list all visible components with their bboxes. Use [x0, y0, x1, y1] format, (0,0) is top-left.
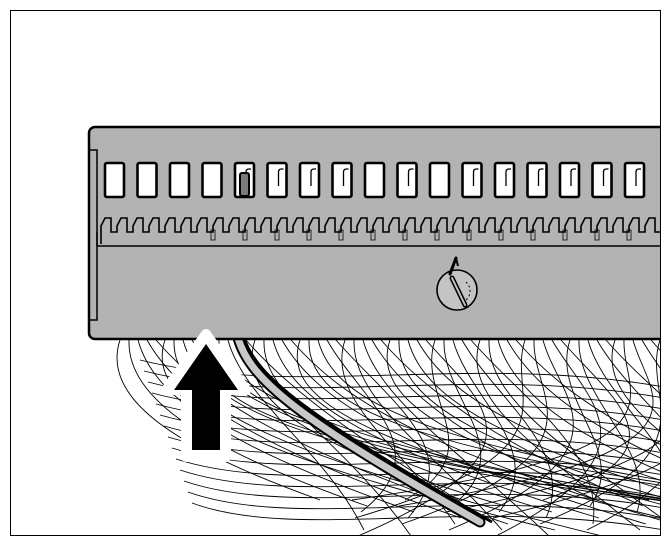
terminal-slot [591, 161, 613, 199]
contact-tab [210, 229, 216, 241]
wire [362, 339, 549, 535]
wire [351, 339, 631, 501]
terminal-slot [396, 161, 418, 199]
terminal-slot [233, 161, 256, 199]
terminal-slot [168, 161, 191, 199]
contact-tab [434, 229, 440, 241]
wire [586, 481, 660, 531]
contact-tab [274, 229, 280, 241]
wire [566, 339, 602, 507]
terminal-slot [493, 161, 516, 199]
wire [497, 339, 660, 472]
terminal-slot [201, 161, 223, 199]
contact-tab [594, 229, 600, 241]
wire [611, 339, 660, 432]
contact-tab [530, 229, 536, 241]
contact-tab [562, 229, 568, 241]
contact-tab [466, 229, 472, 241]
terminal-slot [136, 161, 158, 199]
contact-comb-strip [100, 217, 660, 244]
contact-tab [338, 229, 344, 241]
comb-teeth [100, 217, 660, 244]
wire [605, 339, 660, 395]
contact-tab [626, 229, 632, 241]
wire [448, 339, 574, 531]
wire [404, 339, 450, 501]
wire [281, 339, 647, 525]
terminal-slot [558, 161, 581, 199]
contact-tab [242, 229, 248, 241]
terminal-slot [266, 161, 288, 199]
terminal-slot [363, 161, 386, 199]
wire [179, 469, 660, 497]
wire [476, 339, 641, 531]
highlighted-cable [232, 332, 493, 528]
wire [452, 339, 516, 513]
contact-tab [306, 229, 312, 241]
terminal-slot [428, 161, 451, 199]
wire [416, 339, 660, 481]
wire [398, 339, 660, 498]
connector-housing [87, 125, 660, 341]
wire [227, 339, 365, 531]
wire [506, 339, 660, 459]
terminal-slot [461, 161, 483, 199]
wire [191, 502, 660, 530]
wire [443, 339, 482, 507]
wire [445, 339, 660, 513]
wire [183, 480, 660, 508]
wire [146, 339, 462, 519]
terminal-slot [298, 161, 321, 199]
wire [492, 339, 660, 519]
terminal-slot [331, 161, 353, 199]
wire [539, 339, 660, 525]
terminal-slot [623, 161, 646, 199]
wire [578, 339, 641, 513]
wire [407, 339, 660, 490]
wire [596, 339, 660, 418]
contact-tab [370, 229, 376, 241]
wire [587, 339, 660, 452]
contact-tab [402, 229, 408, 241]
wire [116, 339, 321, 501]
wire [272, 339, 600, 519]
terminal-slot [526, 161, 548, 199]
terminal-slot [103, 161, 126, 199]
up-arrow-icon [161, 329, 251, 462]
wire [353, 339, 503, 531]
wire [401, 339, 548, 525]
contact-tab [498, 229, 504, 241]
wire [296, 339, 660, 518]
wire [187, 491, 660, 519]
screwdriver-dial-icon [436, 256, 478, 311]
terminal-slot-row [103, 161, 646, 199]
